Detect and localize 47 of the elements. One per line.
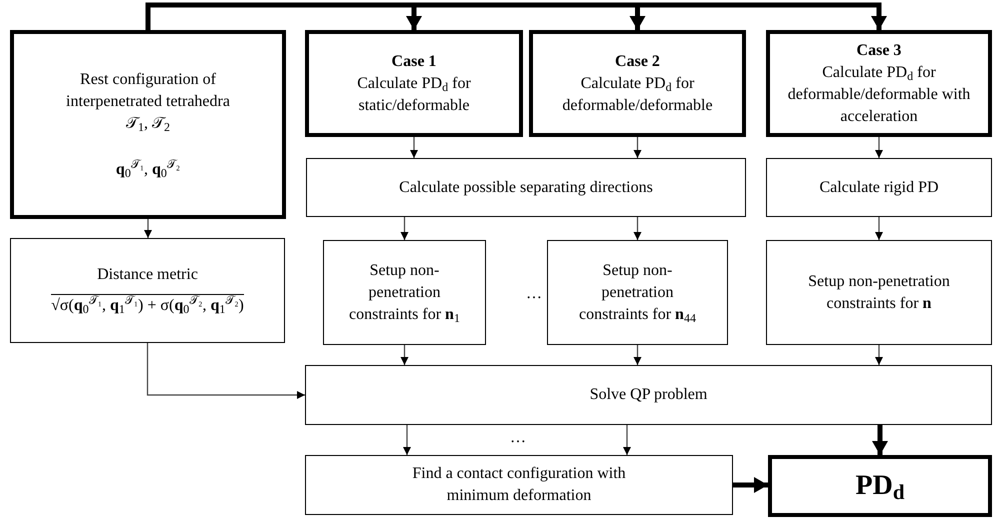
box-text: Setup non-penetration constraints for n$_{44}$ [578,260,697,326]
box-text: Setup non-penetration constraints for n [807,272,951,314]
arrow [144,219,152,238]
process-box [305,455,733,515]
case-heading: Case 2 [615,52,660,72]
arrow [403,425,411,455]
box-text: Calculate rigid PD [819,178,939,198]
box-text: Calculate PD$_{d}$ for static/deformable [356,74,472,116]
arrow [875,137,883,158]
box-text: Find a contact configuration with minimum deformation [411,464,627,506]
process-box [305,365,992,425]
process-box [323,240,486,345]
box-text: Rest configuration of interpenetrated tetrahedra 𝒯$_{1}$, 𝒯$_{2}$ [65,70,231,134]
arrow [875,217,883,240]
process-box [305,30,523,137]
process-box [766,30,992,137]
process-box [10,238,285,343]
arrow [623,425,631,455]
case-heading: Case 1 [392,52,436,72]
case-heading: Case 3 [856,40,902,60]
arrow [400,345,408,365]
process-box [547,240,728,345]
arrow [733,477,768,493]
arrow [146,343,305,399]
ellipsis: … [526,284,542,304]
arrow [410,137,418,158]
formula: √σ(q$_{0}$$^{𝒯₁}$, q$_{1}$$^{𝒯₁}$) + σ(q$_{0}$$^{𝒯₂}$, q$_{1}$$^{𝒯₂}$) [51,294,244,317]
process-box [768,455,992,517]
arrow [634,217,642,240]
box-text: Solve QP problem [590,385,708,405]
process-box [766,158,992,217]
process-box [529,30,746,137]
process-box [306,158,746,217]
box-text: PD$_{d}$ [855,469,904,506]
arrow [400,217,408,240]
arrow [634,345,642,365]
process-box [10,30,286,219]
arrow [875,345,883,365]
box-text: Distance metric [97,265,198,285]
box-text: Setup non-penetration constraints for n$_{1}$ [348,260,461,326]
arrow [872,425,888,455]
process-box [766,240,992,345]
ellipsis: … [510,428,526,448]
box-text: Calculate PD$_{d}$ for deformable/deformable with acceleration [786,62,972,126]
box-text: Calculate PD$_{d}$ for deformable/deformable [561,74,714,116]
box-text: Calculate possible separating directions [399,178,653,198]
arrow [634,137,642,158]
